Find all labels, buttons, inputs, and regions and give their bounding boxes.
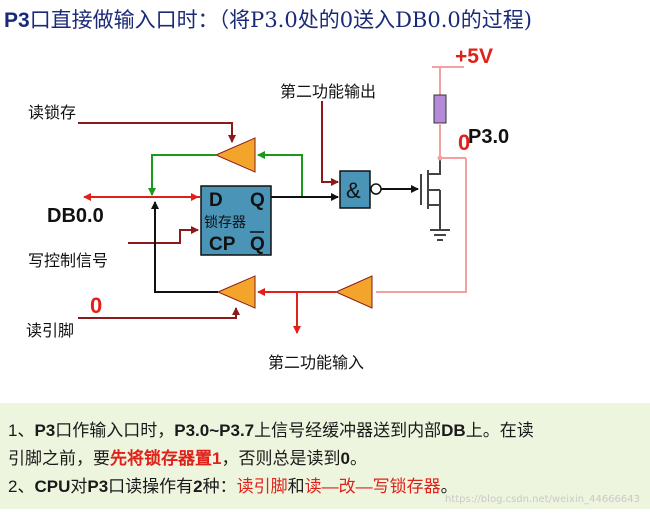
read-latch-label: 读锁存	[28, 103, 76, 122]
read-latch-to-bus-wire	[148, 154, 216, 196]
write-ctrl-label: 写控制信号	[28, 251, 108, 270]
latch-name-label: 锁存器	[204, 215, 246, 231]
db-label: DB0.0	[47, 205, 104, 227]
pin-node	[437, 155, 443, 161]
notes-panel: 1、P3口作输入口时，P3.0~P3.7上信号经缓冲器送到内部DB上。在读 引脚…	[0, 403, 650, 509]
page-title: P3口直接做输入口时：（将P3.0处的0送入DB0.0的过程)	[4, 4, 650, 38]
read-pin-control-wire	[78, 307, 240, 319]
read-pin-label: 读引脚	[26, 321, 74, 340]
note-line-1: 1、P3口作输入口时，P3.0~P3.7上信号经缓冲器送到内部DB上。在读	[8, 421, 534, 440]
nand-gate-symbol: &	[346, 178, 361, 203]
input-buffer	[334, 275, 373, 309]
read-pin-buffer	[216, 275, 256, 309]
read-latch-buffer	[214, 137, 256, 173]
vcc-label: +5V	[455, 45, 493, 68]
p3-port-diagram: D Q 锁存器 CP Q & +5V P	[26, 45, 509, 372]
fet-transistor	[420, 158, 441, 230]
alt-output-label: 第二功能输出	[280, 82, 376, 101]
pin-to-read-buffer-wire	[376, 158, 467, 293]
title-text: 口直接做输入口时：（将P3.0处的0送入DB0.0的过程)	[29, 8, 532, 32]
write-control-wire	[128, 226, 199, 244]
latch-q-label: Q	[250, 190, 265, 211]
latch-d-label: D	[209, 190, 223, 211]
pin-value-label: 0	[458, 130, 470, 155]
title-prefix: P3	[4, 9, 30, 32]
pin-name-label: P3.0	[468, 126, 509, 148]
latch-qbar-label: Q	[250, 234, 265, 255]
nand-bubble	[370, 183, 382, 195]
ground-symbol	[430, 229, 450, 241]
watermark: https://blog.csdn.net/weixin_44666643	[444, 494, 640, 505]
read-pin-value-label: 0	[90, 293, 102, 318]
read-latch-wire	[78, 122, 236, 143]
alt-output-wire	[321, 101, 339, 186]
latch-cp-label: CP	[209, 234, 236, 255]
read-pin-to-bus-wire	[151, 201, 218, 293]
note-line-3: 2、CPU对P3口读操作有2种：读引脚和读—改—写锁存器。	[8, 477, 458, 496]
latch-box	[200, 185, 272, 256]
latch-q-feedback-wire	[257, 151, 303, 197]
alt-input-label: 第二功能输入	[268, 353, 364, 372]
pullup-resistor	[433, 94, 447, 124]
nand-gate	[339, 170, 371, 209]
note-line-2: 引脚之前，要先将锁存器置1，否则总是读到0。	[8, 449, 367, 468]
